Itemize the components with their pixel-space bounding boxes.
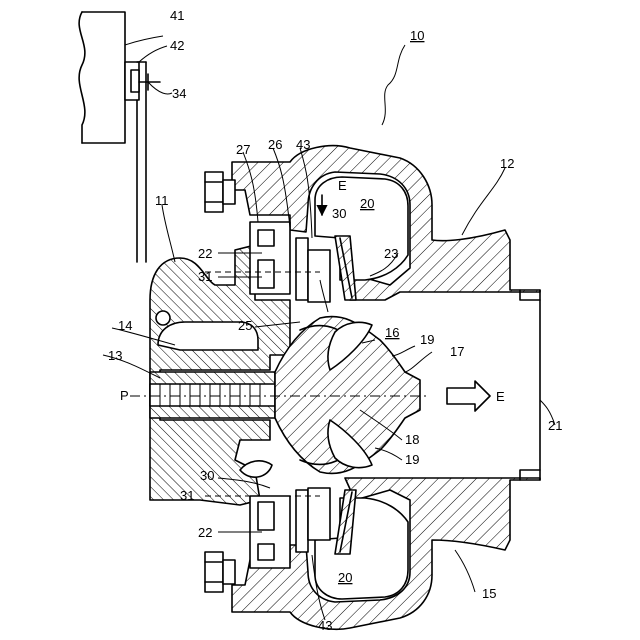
label-30-top: 30 — [332, 206, 346, 221]
label-13: 13 — [108, 348, 122, 363]
label-20-bottom: 20 — [338, 570, 352, 585]
label-19-top: 19 — [420, 332, 434, 347]
label-23: 23 — [384, 246, 398, 261]
label-42: 42 — [170, 38, 184, 53]
engine-block-41 — [79, 12, 125, 143]
bolt-upper — [205, 172, 235, 212]
label-E-top: E — [338, 178, 347, 193]
label-11: 11 — [155, 193, 169, 208]
label-27: 27 — [236, 142, 250, 157]
label-21: 21 — [548, 418, 562, 433]
outlet-pipe-21 — [520, 290, 540, 480]
label-18: 18 — [405, 432, 419, 447]
label-43-bottom: 43 — [318, 618, 332, 633]
label-22-bottom: 22 — [198, 525, 212, 540]
label-25: 25 — [238, 318, 252, 333]
label-22-top: 22 — [198, 246, 212, 261]
variable-nozzle-lower — [240, 461, 356, 568]
label-P: P — [120, 388, 129, 403]
bracket-42 — [125, 62, 160, 100]
label-17: 17 — [450, 344, 464, 359]
label-30-bottom: 30 — [200, 468, 214, 483]
label-20-top: 20 — [360, 196, 374, 211]
label-12: 12 — [500, 156, 514, 171]
label-19-bottom: 19 — [405, 452, 419, 467]
label-34: 34 — [172, 86, 186, 101]
label-43-top: 43 — [296, 137, 310, 152]
label-41: 41 — [170, 8, 184, 23]
bolt-lower — [205, 552, 235, 592]
label-15: 15 — [482, 586, 496, 601]
label-31-bottom: 31 — [180, 488, 194, 503]
label-14: 14 — [118, 318, 132, 333]
label-E-right: E — [496, 389, 505, 404]
shaft-13 — [150, 372, 275, 418]
label-10: 10 — [410, 28, 424, 43]
label-31-top: 31 — [198, 269, 212, 284]
label-26: 26 — [268, 137, 282, 152]
turbine-wheel-16 — [275, 317, 420, 474]
label-16: 16 — [385, 325, 399, 340]
exhaust-arrow-right — [447, 381, 490, 411]
